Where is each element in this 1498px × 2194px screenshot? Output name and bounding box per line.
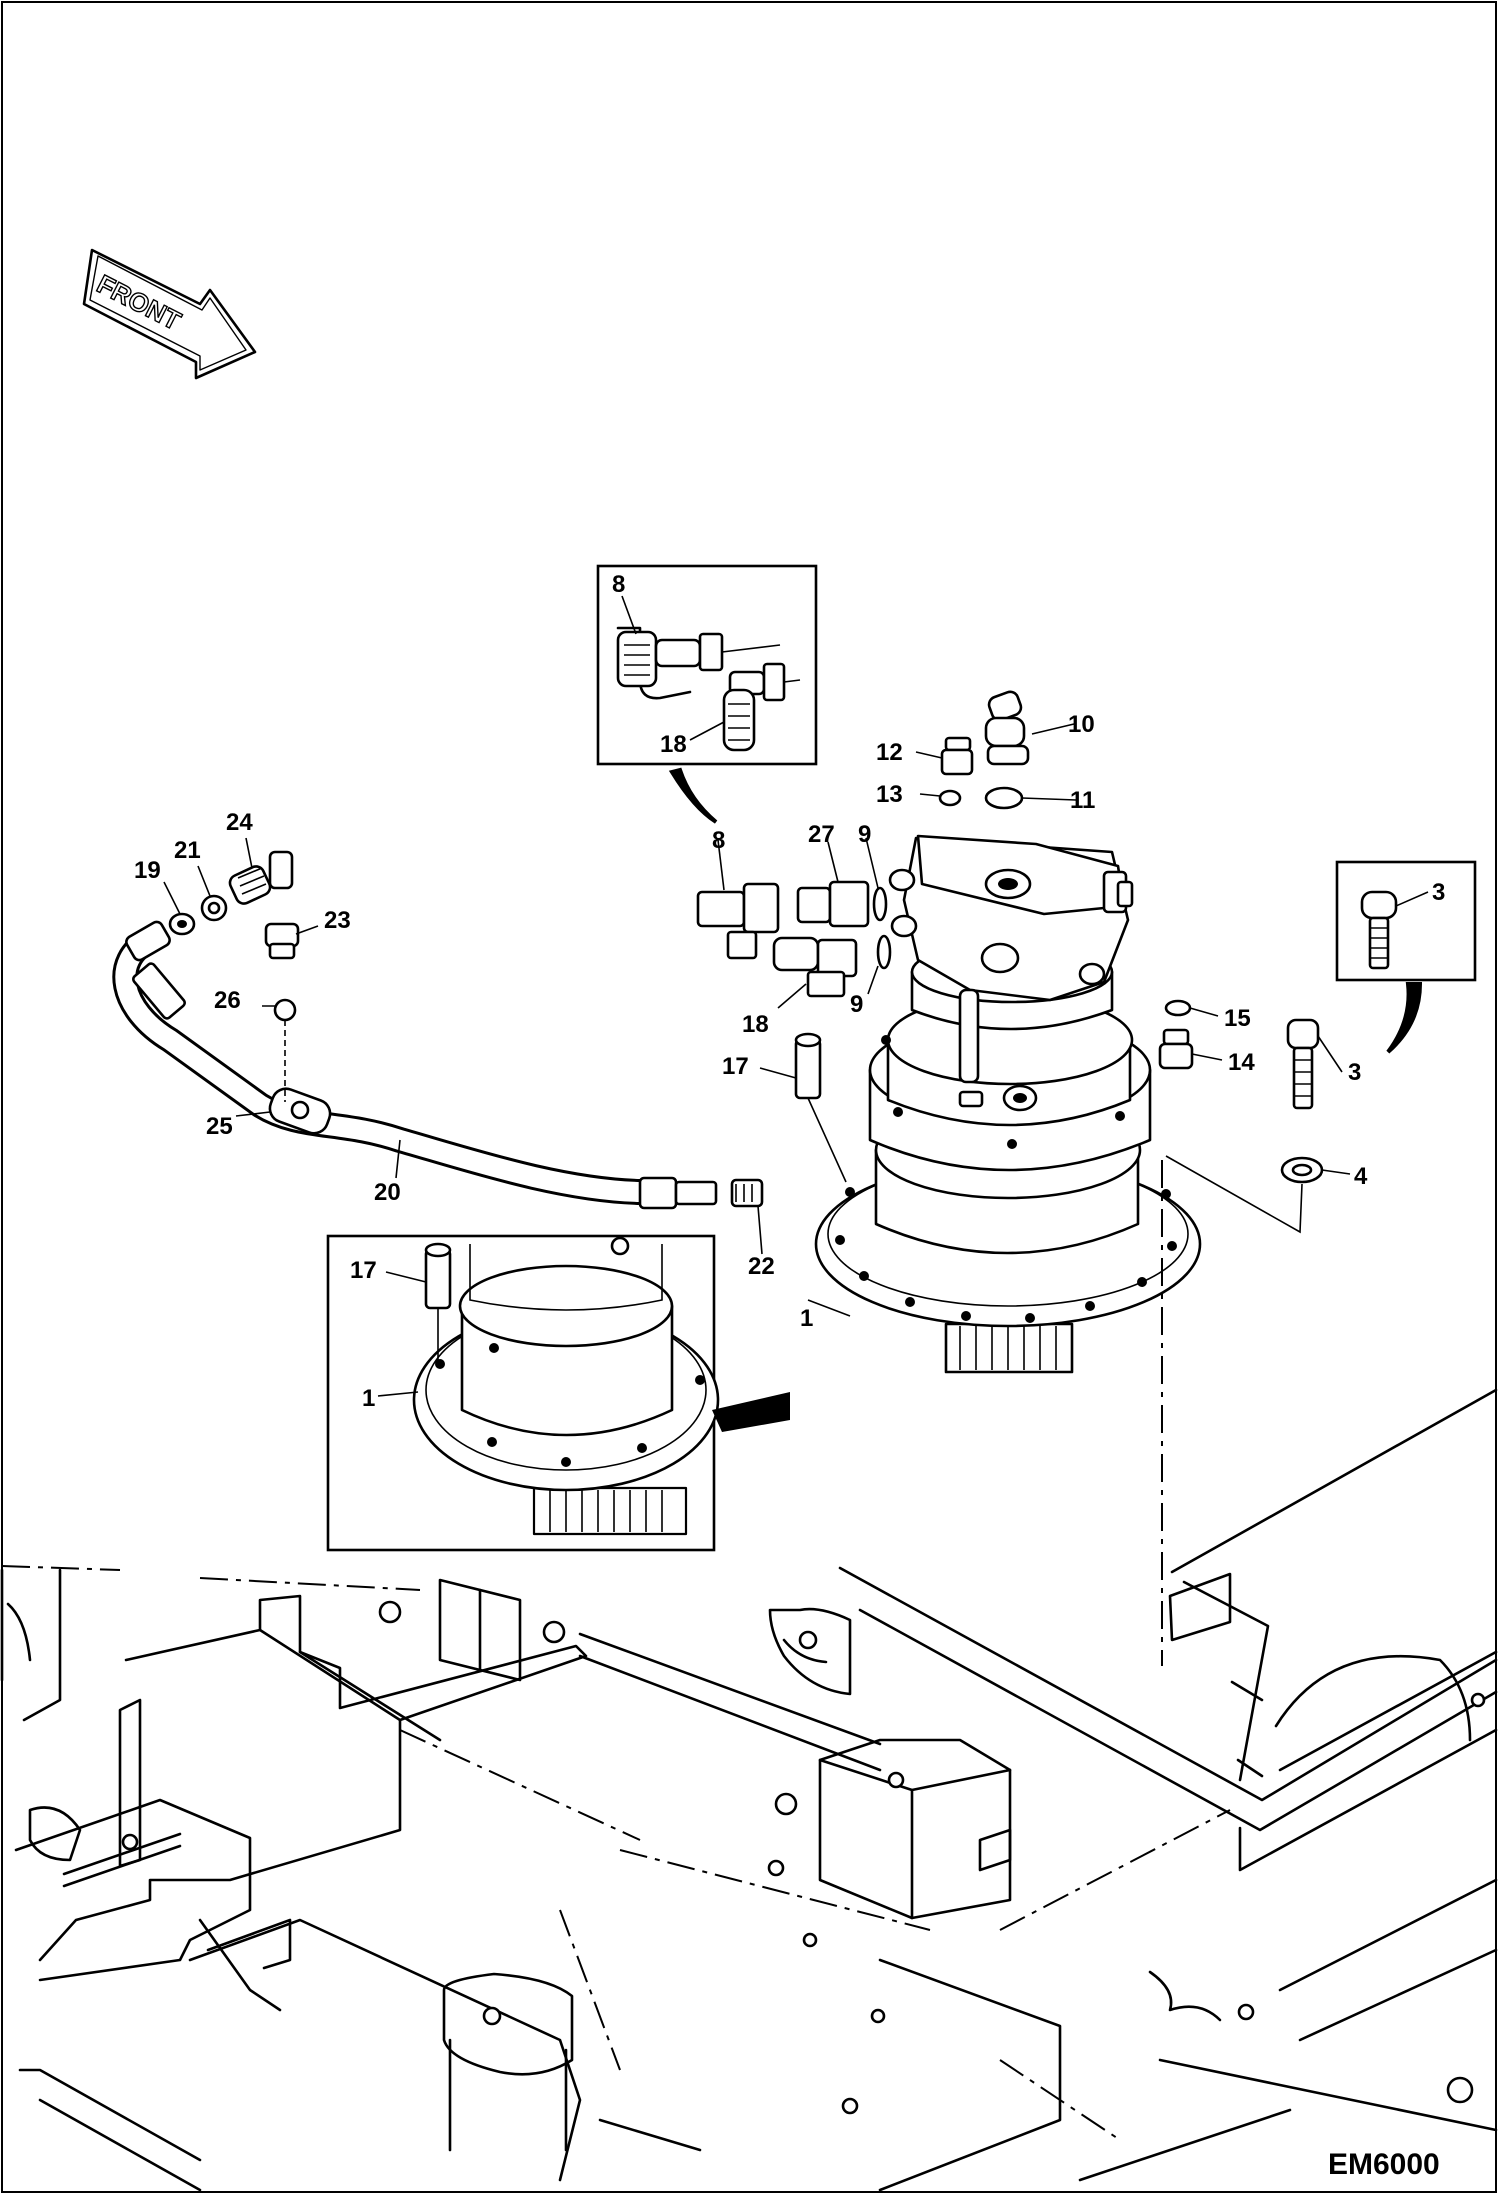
inset-detail-box: 17 1 (326, 1234, 790, 1552)
callout-12: 12 (876, 739, 903, 766)
callout-18: 18 (742, 1011, 769, 1038)
callout-25: 25 (206, 1113, 233, 1140)
motor-fittings (696, 690, 1351, 1317)
callout-3: 3 (1348, 1059, 1361, 1086)
detail-box-bolt: 3 (1335, 860, 1477, 982)
upper-frame (0, 1388, 1498, 2192)
callout-9-lower: 9 (850, 991, 863, 1018)
callout-24: 24 (226, 809, 253, 836)
callout-1-inset: 1 (362, 1385, 375, 1412)
callout-22: 22 (748, 1253, 775, 1280)
callout-13: 13 (876, 781, 903, 808)
callouts: 10 12 13 11 8 27 9 9 18 15 14 17 3 4 1 2… (134, 711, 1368, 1332)
callout-10: 10 (1068, 711, 1095, 738)
callout-27: 27 (808, 821, 835, 848)
hose-assembly (112, 920, 764, 1210)
callout-26: 26 (214, 987, 241, 1014)
callout-11: 11 (1070, 787, 1095, 814)
callout-18-detail: 18 (660, 731, 687, 758)
callout-15: 15 (1224, 1005, 1251, 1032)
front-direction-arrow: FRONT (82, 248, 257, 380)
callout-9-upper: 9 (858, 821, 871, 848)
callout-17: 17 (722, 1053, 749, 1080)
callout-20: 20 (374, 1179, 401, 1206)
callout-14: 14 (1228, 1049, 1255, 1076)
swing-motor-assembly (814, 834, 1202, 1374)
callout-8: 8 (712, 827, 725, 854)
detail-leader-right (1386, 982, 1423, 1054)
fittings-19-24 (163, 837, 763, 1255)
callout-23: 23 (324, 907, 351, 934)
callout-17-inset: 17 (350, 1257, 377, 1284)
callout-1: 1 (800, 1305, 813, 1332)
callout-4: 4 (1354, 1163, 1368, 1190)
callout-19: 19 (134, 857, 161, 884)
detail-box-fittings: 8 18 (596, 564, 818, 766)
detail-leader-top (668, 767, 718, 824)
callout-8-detail: 8 (612, 571, 625, 598)
drawing-code: EM6000 (1328, 2148, 1440, 2181)
callout-3-detail: 3 (1432, 879, 1445, 906)
callout-21: 21 (174, 837, 201, 864)
